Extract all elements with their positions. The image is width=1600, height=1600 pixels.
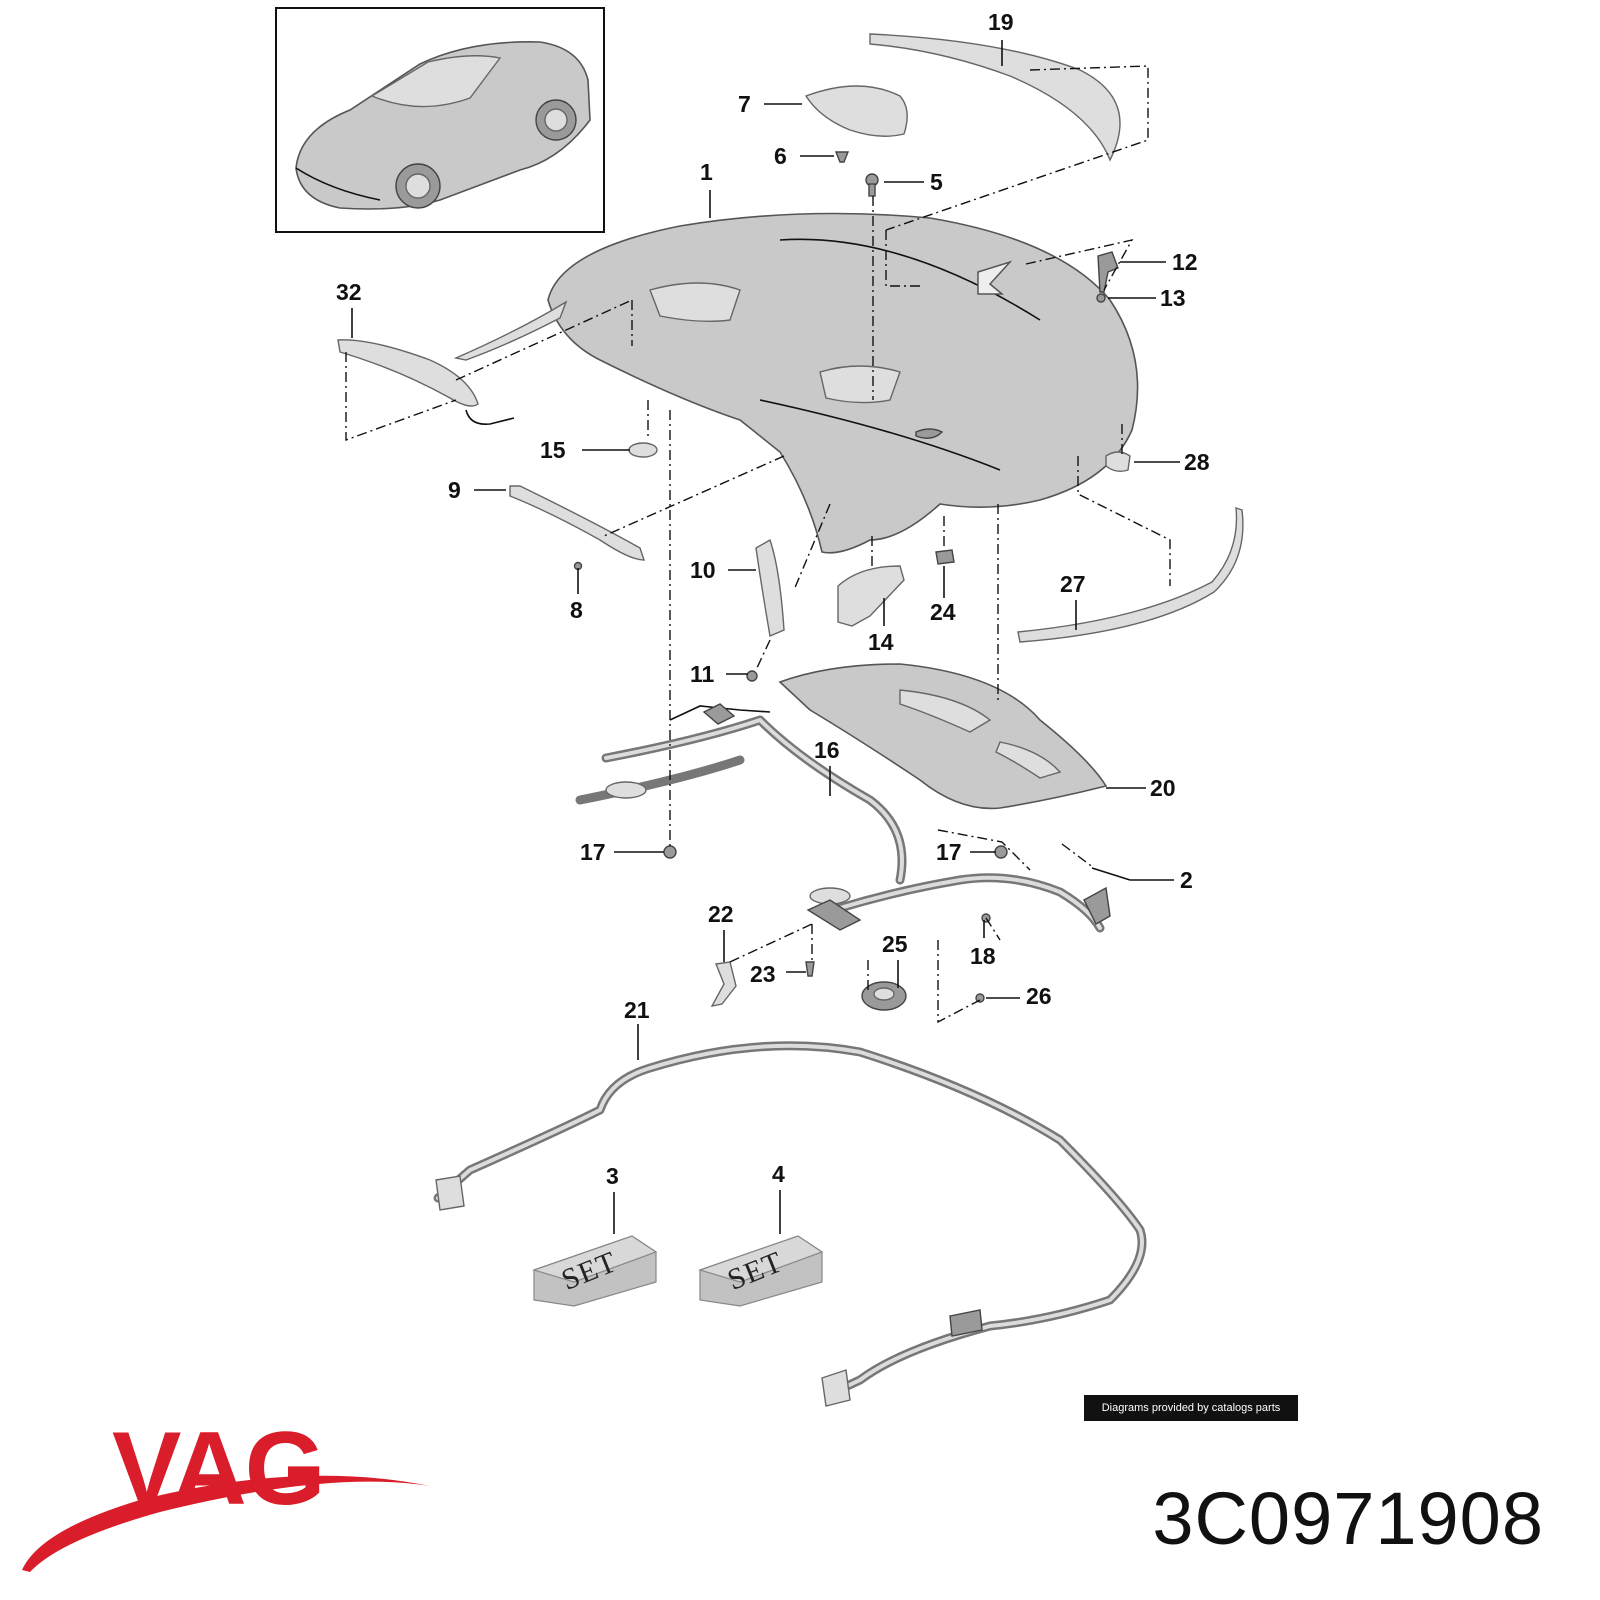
set-box-3: SET xyxy=(532,1235,658,1307)
part-24-stopper xyxy=(935,549,955,565)
callout-23: 23 xyxy=(750,961,776,987)
callout-11: 11 xyxy=(690,661,715,687)
callout-2: 2 xyxy=(1180,867,1193,893)
callout-10: 10 xyxy=(690,557,716,583)
part-1-hardtop-shell xyxy=(453,212,1139,554)
part-28-bumper xyxy=(1105,451,1131,473)
callout-26: 26 xyxy=(1026,983,1052,1009)
leader-lines xyxy=(351,40,1180,1234)
part-15-plug xyxy=(628,442,658,458)
callout-9: 9 xyxy=(448,477,461,503)
callout-21: 21 xyxy=(624,997,650,1023)
part-12-bracket xyxy=(1097,251,1119,293)
part-13-screw xyxy=(1096,293,1106,303)
callout-17-left: 17 xyxy=(580,839,606,865)
callout-1: 1 xyxy=(700,159,713,185)
part-7-cover xyxy=(804,85,908,137)
callout-17-right: 17 xyxy=(936,839,962,865)
set-box-4: SET xyxy=(698,1235,824,1307)
callout-24: 24 xyxy=(930,599,956,625)
callout-15: 15 xyxy=(540,437,566,463)
part-10-panel xyxy=(755,538,785,637)
part-21-outer-seal xyxy=(433,1041,1147,1407)
part-16-roof-frame xyxy=(575,703,907,885)
callout-3: 3 xyxy=(606,1163,619,1189)
part-25-actuator xyxy=(861,981,907,1011)
callout-22: 22 xyxy=(708,901,734,927)
part-2-linkage xyxy=(806,867,1131,933)
part-19-spoiler-lip xyxy=(869,33,1121,162)
brand-logo-swoosh xyxy=(22,1475,430,1572)
callout-25: 25 xyxy=(882,931,908,957)
callout-13: 13 xyxy=(1160,285,1186,311)
callout-32: 32 xyxy=(336,279,362,305)
callout-labels: 1 2 3 4 5 6 7 8 9 10 11 12 13 14 15 16 1… xyxy=(336,9,1210,1189)
fasteners-5-6 xyxy=(834,151,879,197)
part-26-clip xyxy=(975,993,985,1003)
diagram-credit-badge: Diagrams provided by catalogs parts xyxy=(1084,1395,1298,1421)
part-17-clip-left xyxy=(663,845,677,859)
callout-28: 28 xyxy=(1184,449,1210,475)
part-14-bracket xyxy=(837,565,905,627)
callout-7: 7 xyxy=(738,91,751,117)
part-20-headliner xyxy=(778,663,1108,810)
callout-12: 12 xyxy=(1172,249,1198,275)
part-22-lever xyxy=(710,961,737,1007)
callout-20: 20 xyxy=(1150,775,1176,801)
callout-16: 16 xyxy=(814,737,840,763)
part-17-clip-right xyxy=(994,845,1008,859)
part-number: 3C0971908 xyxy=(1152,1477,1544,1560)
callout-4: 4 xyxy=(772,1161,785,1187)
part-11-clip xyxy=(746,670,758,682)
callout-14: 14 xyxy=(868,629,894,655)
callout-6: 6 xyxy=(774,143,787,169)
part-27-seal-strip xyxy=(1017,506,1244,643)
assembly-lines xyxy=(345,65,1171,1024)
callout-19: 19 xyxy=(988,9,1014,35)
callout-18: 18 xyxy=(970,943,996,969)
callout-5: 5 xyxy=(930,169,943,195)
brand-logo: VAG xyxy=(112,1411,326,1527)
part-23-screw xyxy=(805,961,815,977)
part-9-trim xyxy=(509,485,645,561)
vehicle-thumbnail xyxy=(275,7,605,233)
callout-8: 8 xyxy=(570,597,583,623)
part-32-trim-strip xyxy=(337,339,479,407)
callout-27: 27 xyxy=(1060,571,1086,597)
